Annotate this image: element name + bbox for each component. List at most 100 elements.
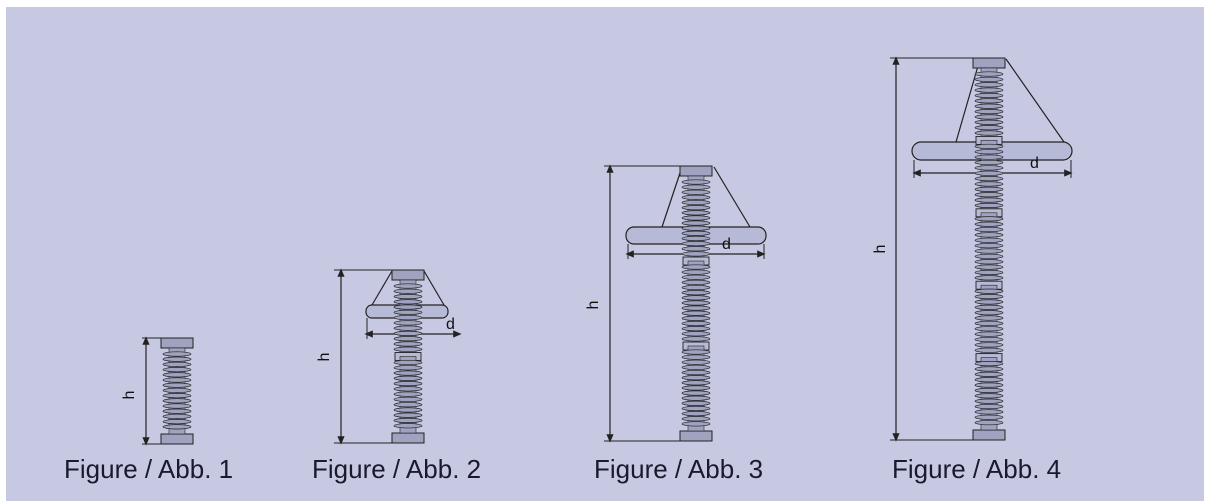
insulator-shed: [681, 411, 711, 417]
insulator-shed: [974, 299, 1004, 305]
insulator-shed: [681, 199, 711, 206]
insulator-shed: [974, 159, 1004, 166]
insulator-shed: [681, 210, 711, 216]
insulator-shed: [974, 310, 1004, 316]
insulator-shed: [974, 165, 1004, 171]
insulator-shed: [974, 342, 1004, 348]
figure-2-d-label: d: [446, 316, 455, 333]
insulator-shed: [162, 361, 192, 367]
insulator-shed: [974, 409, 1004, 415]
insulator-shed: [974, 304, 1004, 310]
figure-3-d-label: d: [722, 236, 731, 253]
figure-4-h-label: h: [872, 245, 889, 254]
insulator-shed: [681, 290, 711, 296]
insulator-shed: [162, 367, 192, 373]
insulator-shed: [681, 284, 711, 291]
insulator-shed: [681, 269, 711, 275]
insulator-shed: [681, 230, 711, 236]
insulator-shed: [974, 87, 1004, 93]
insulator-shed: [393, 288, 423, 294]
figure-2-drawing: h d: [316, 268, 462, 445]
insulator-shed: [393, 325, 423, 331]
insulator-shed: [162, 382, 192, 388]
insulator-shed: [974, 382, 1004, 388]
insulator-shed: [974, 393, 1004, 399]
insulator-shed: [974, 186, 1004, 192]
insulator-shed: [681, 189, 711, 195]
figure-2-insulator: [391, 269, 425, 444]
insulator-shed: [681, 380, 711, 386]
insulator-shed: [681, 375, 711, 381]
insulator-shed: [393, 293, 423, 300]
insulator-shed: [681, 400, 711, 406]
insulator-shed: [393, 304, 423, 310]
figure-3-insulator: [679, 165, 713, 442]
insulator-shed: [974, 387, 1004, 393]
insulator-shed: [162, 398, 192, 404]
insulator-shed: [974, 403, 1004, 410]
figure-4-d-label: d: [1030, 155, 1039, 172]
insulator-shed: [974, 216, 1004, 222]
insulator-shed: [681, 264, 711, 270]
insulator-shed: [393, 359, 423, 366]
insulator-shed: [393, 341, 423, 347]
insulator-shed: [681, 405, 711, 412]
insulator-shed: [974, 114, 1004, 120]
insulator-shed: [681, 300, 711, 306]
insulator-shed: [974, 248, 1004, 254]
insulator-shed: [681, 315, 711, 321]
insulator-shed: [974, 361, 1004, 367]
insulator-shed: [393, 320, 423, 326]
insulator-shed: [974, 232, 1004, 238]
insulator-shed: [974, 259, 1004, 265]
figure-1-caption: Figure / Abb. 1: [64, 454, 234, 484]
insulator-shed: [681, 390, 711, 396]
insulator-shed: [393, 391, 423, 397]
insulator-shed: [681, 220, 711, 226]
insulator-shed: [974, 320, 1004, 326]
insulator-shed: [974, 371, 1004, 377]
insulator-shed: [974, 237, 1004, 243]
figure-1-h-label: h: [121, 391, 138, 400]
insulator-shed: [974, 170, 1004, 176]
insulator-shed: [681, 320, 711, 327]
insulator-shed: [681, 295, 711, 301]
insulator-shed: [974, 130, 1004, 136]
insulator-shed: [974, 202, 1004, 208]
insulator-shed: [974, 103, 1004, 109]
insulator-shed: [681, 354, 711, 360]
insulator-shed: [974, 82, 1004, 88]
figure-4-insulator: [972, 57, 1006, 441]
insulator-shed: [974, 377, 1004, 383]
insulator-shed: [162, 408, 192, 414]
insulator-shed: [974, 243, 1004, 249]
insulator-shed: [974, 221, 1004, 227]
insulator-shed: [162, 393, 192, 399]
insulator-shed: [393, 336, 423, 342]
top-fitting: [679, 165, 713, 177]
insulator-shed: [974, 275, 1004, 281]
insulator-shed: [681, 194, 711, 200]
top-fitting: [391, 269, 425, 281]
insulator-shed: [393, 412, 423, 418]
insulator-shed: [681, 251, 711, 257]
figure-3-caption: Figure / Abb. 3: [594, 454, 764, 484]
insulator-shed: [681, 369, 711, 376]
insulator-shed: [162, 377, 192, 383]
insulator-shed: [681, 225, 711, 231]
insulator-shed: [393, 407, 423, 413]
insulator-shed: [974, 92, 1004, 99]
insulator-shed: [974, 119, 1004, 125]
insulator-shed: [681, 421, 711, 427]
insulator-shed: [974, 269, 1004, 276]
insulator-shed: [681, 416, 711, 422]
insulator-shed: [162, 419, 192, 425]
insulator-drawings: h h d h: [121, 56, 1073, 446]
insulator-shed: [393, 423, 423, 429]
insulator-shed: [681, 395, 711, 401]
insulator-shed: [393, 381, 423, 387]
insulator-shed: [974, 264, 1004, 270]
base-fitting: [972, 429, 1006, 441]
insulator-shed: [974, 414, 1004, 420]
insulator-shed: [974, 315, 1004, 321]
